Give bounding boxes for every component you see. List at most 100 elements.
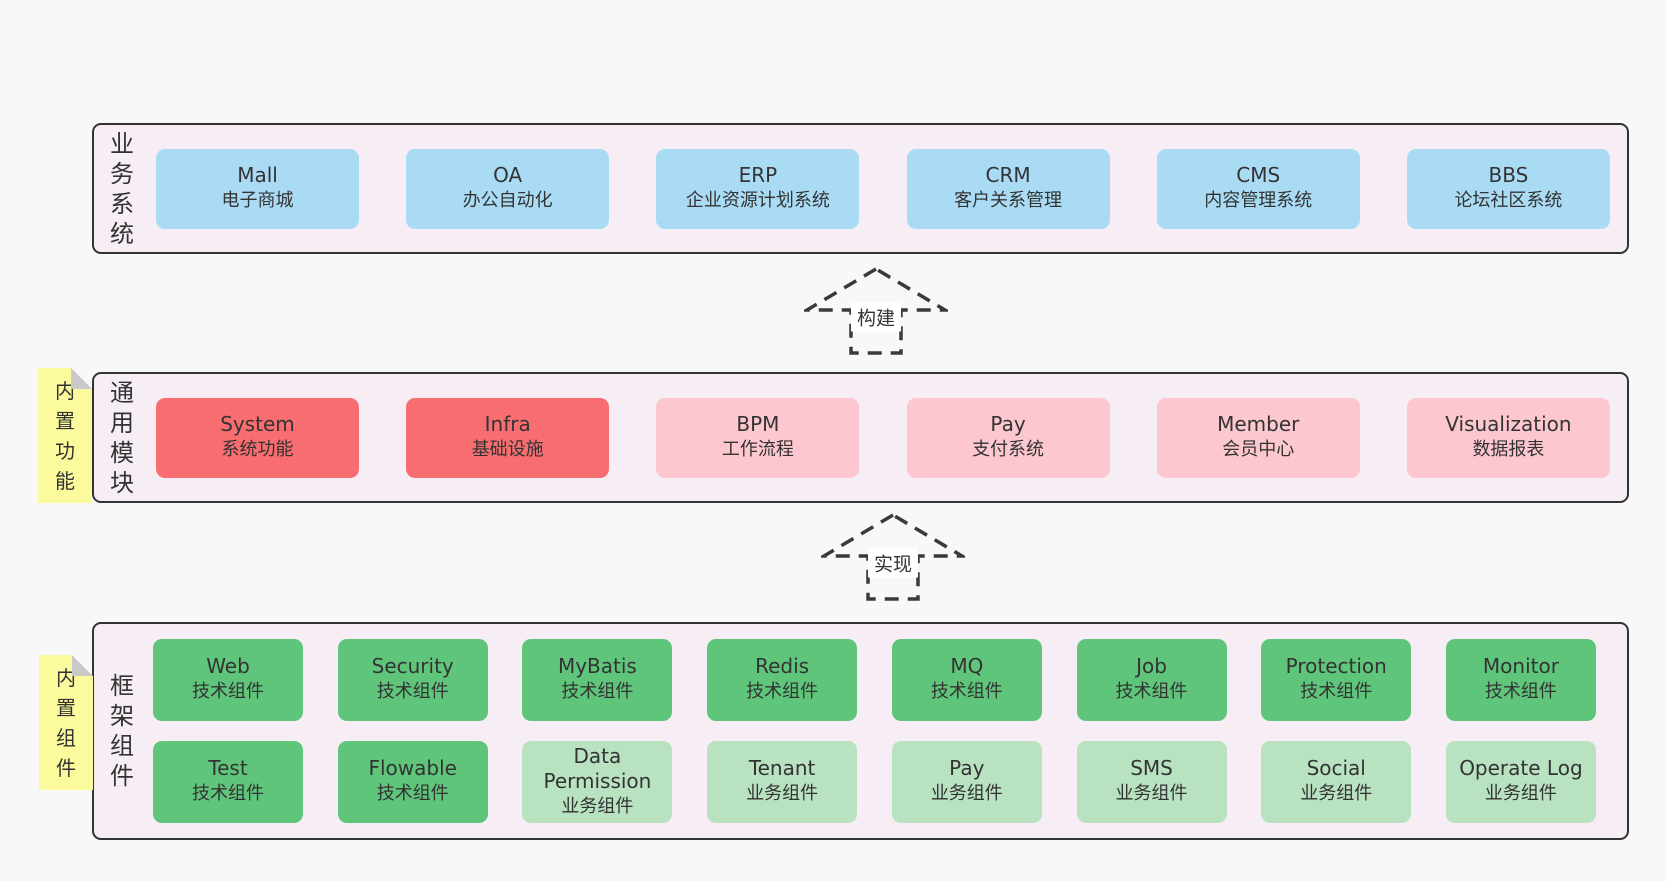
- module-name-en: ERP: [738, 162, 778, 187]
- dashed-arrow-implement: 实现: [821, 512, 965, 602]
- module-name-zh: 基础设施: [471, 438, 544, 460]
- module-name-en: Operate Log: [1459, 756, 1583, 781]
- module-name-en: System: [220, 411, 295, 436]
- module-name-zh: 业务组件: [1484, 783, 1557, 805]
- band-label-common-modules: 通用模块: [110, 378, 134, 497]
- module-name-zh: 技术组件: [1115, 681, 1188, 703]
- module-name-en: Visualization: [1445, 411, 1572, 436]
- module-name-en: Job: [1136, 654, 1167, 679]
- module-name-zh: 系统功能: [221, 438, 294, 460]
- module-name-zh: 技术组件: [376, 783, 449, 805]
- band-label-framework-components: 框架组件: [110, 672, 134, 790]
- module-name-en: Web: [206, 654, 250, 679]
- module-name-zh: 办公自动化: [462, 189, 553, 211]
- module-name-zh: 业务组件: [1115, 783, 1188, 805]
- module-name-zh: 业务组件: [561, 795, 634, 817]
- module-name-zh: 技术组件: [746, 681, 819, 703]
- module-name-zh: 企业资源计划系统: [685, 189, 830, 211]
- sticky-note-framework-components: 内置组件: [39, 655, 93, 790]
- module-name-zh: 技术组件: [930, 681, 1003, 703]
- module-name-zh: 工作流程: [721, 438, 794, 460]
- module-name-zh: 客户关系管理: [954, 189, 1063, 211]
- module-name-zh: 技术组件: [1484, 681, 1557, 703]
- module-name-en: Infra: [484, 411, 531, 436]
- module-name-en: MyBatis: [557, 654, 637, 679]
- module-name-en: Security: [371, 654, 454, 679]
- module-name-en: Pay: [990, 411, 1026, 436]
- module-name-en: Protection: [1285, 654, 1387, 679]
- module-name-zh: 技术组件: [1300, 681, 1373, 703]
- module-name-en: Mall: [237, 162, 278, 187]
- module-name-zh: 技术组件: [192, 783, 264, 805]
- module-name-zh: 电子商城: [221, 189, 294, 211]
- module-name-en: Monitor: [1482, 654, 1559, 679]
- module-name-zh: 业务组件: [1300, 783, 1373, 805]
- module-name-zh: 技术组件: [376, 681, 449, 703]
- module-name-zh: 技术组件: [561, 681, 634, 703]
- module-name-zh: 内容管理系统: [1204, 189, 1313, 211]
- module-name-en: Data Permission: [543, 743, 652, 793]
- module-name-en: CMS: [1236, 162, 1281, 187]
- arrow-label: 构建: [850, 302, 902, 332]
- module-name-zh: 论坛社区系统: [1454, 189, 1563, 211]
- module-name-en: Member: [1217, 411, 1300, 436]
- module-name-en: Flowable: [368, 756, 457, 781]
- module-name-zh: 数据报表: [1472, 438, 1545, 460]
- band-label-business-systems: 业务系统: [110, 129, 134, 248]
- module-name-en: Pay: [949, 756, 985, 781]
- block-arrow-up-icon: [821, 512, 965, 601]
- module-name-en: Tenant: [748, 756, 816, 781]
- module-name-en: BBS: [1488, 162, 1529, 187]
- block-arrow-up-icon: [804, 266, 948, 355]
- module-name-zh: 技术组件: [192, 681, 264, 703]
- module-name-zh: 业务组件: [930, 783, 1003, 805]
- arrow-label: 实现: [867, 548, 919, 578]
- sticky-note-common-modules: 内置功能: [38, 368, 92, 503]
- module-name-en: BPM: [736, 411, 780, 436]
- module-name-en: Test: [208, 756, 248, 781]
- dashed-arrow-build: 构建: [804, 266, 948, 356]
- module-name-en: Redis: [755, 654, 810, 679]
- module-name-en: OA: [493, 162, 523, 187]
- module-name-zh: 业务组件: [746, 783, 819, 805]
- module-name-en: MQ: [950, 654, 984, 679]
- module-name-en: CRM: [985, 162, 1031, 187]
- module-name-en: SMS: [1130, 756, 1173, 781]
- module-name-en: Social: [1306, 756, 1366, 781]
